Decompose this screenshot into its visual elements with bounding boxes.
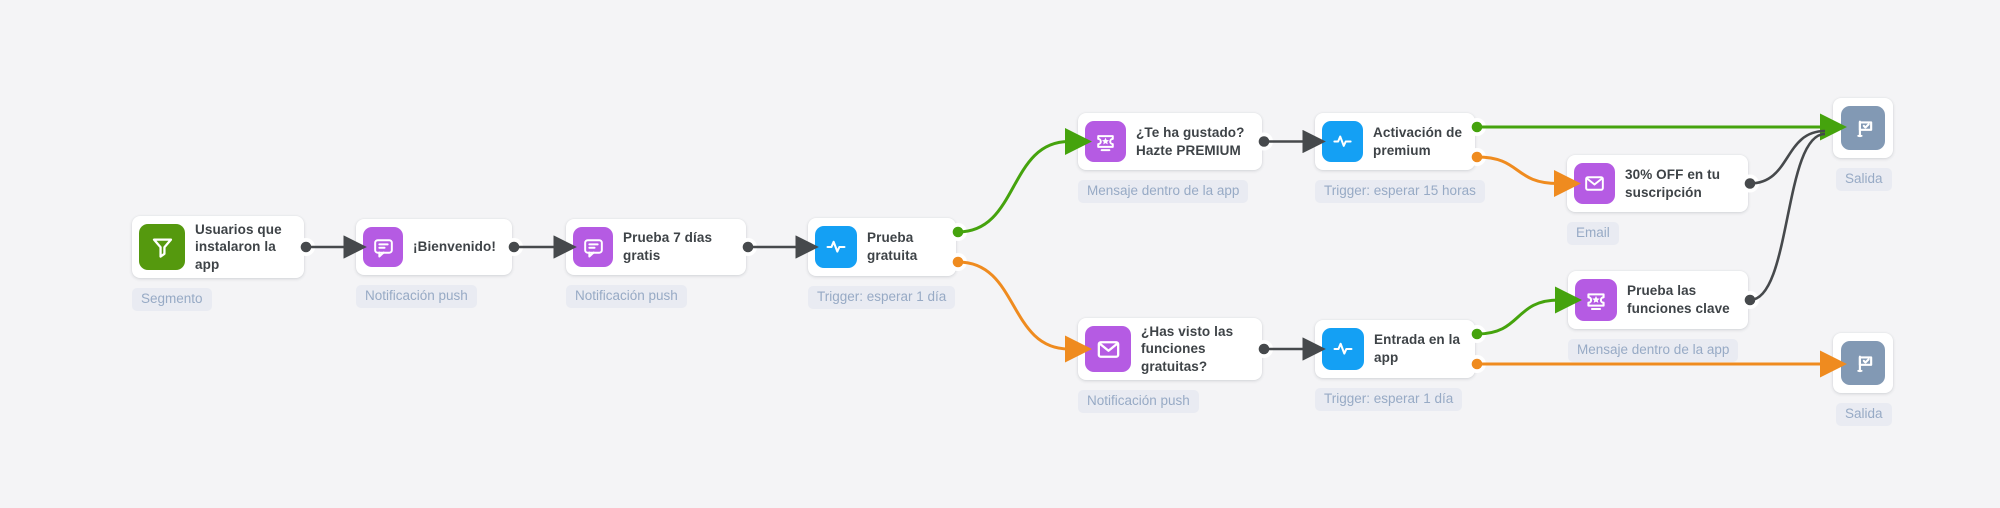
node-type-label: Trigger: esperar 1 día — [808, 286, 956, 310]
node-type-label: Salida — [1836, 168, 1892, 192]
node-type-label: Salida — [1836, 403, 1892, 427]
node-title: Prueba las funciones clave — [1627, 283, 1730, 316]
email-icon — [1574, 163, 1615, 204]
node-exit-top[interactable] — [1833, 98, 1893, 158]
edge-freetrial-seen-features — [957, 260, 1092, 363]
chat-icon — [363, 227, 403, 267]
ticket-icon — [1085, 121, 1126, 162]
edge-premium-activation-discount — [1476, 155, 1581, 197]
node-type-label: Segmento — [132, 288, 212, 312]
node-type-label: Email — [1567, 222, 1619, 246]
node-title: ¡Bienvenido! — [413, 239, 496, 255]
node-title: Entrada en la app — [1374, 332, 1461, 365]
edge-try-features-exit-top — [1749, 132, 1826, 302]
email-icon — [1085, 326, 1131, 372]
node-discount[interactable]: 30% OFF en tu suscripción — [1567, 155, 1748, 212]
node-title: ¿Te ha gustado? Hazte PREMIUM — [1136, 124, 1245, 158]
pulse-icon — [1322, 121, 1363, 162]
node-seen-features[interactable]: ¿Has visto las funciones gratuitas? — [1078, 318, 1262, 380]
node-type-label: Trigger: esperar 1 día — [1315, 388, 1463, 412]
ticket-icon — [1575, 279, 1617, 321]
pulse-icon — [1322, 328, 1364, 370]
node-type-label: Notificación push — [356, 285, 477, 309]
flag-icon — [1841, 106, 1885, 150]
node-exit-bottom[interactable] — [1833, 333, 1893, 393]
node-trial7[interactable]: Prueba 7 días gratis — [566, 219, 746, 275]
node-title: Prueba 7 días gratis — [623, 230, 713, 263]
node-type-label: Mensaje dentro de la app — [1568, 339, 1739, 363]
node-type-label: Trigger: esperar 15 horas — [1315, 180, 1485, 204]
node-app-entry[interactable]: Entrada en la app — [1315, 320, 1475, 378]
node-type-label: Mensaje dentro de la app — [1078, 180, 1249, 204]
node-try-features[interactable]: Prueba las funciones clave — [1568, 271, 1748, 329]
chat-icon — [573, 227, 613, 267]
edge-freetrial-liked — [957, 128, 1092, 234]
node-title: ¿Has visto las funciones gratuitas? — [1141, 323, 1234, 374]
node-type-label: Notificación push — [1078, 390, 1199, 414]
flag-icon — [1841, 341, 1885, 385]
node-title: Activación de premium — [1373, 124, 1463, 158]
node-title: 30% OFF en tu suscripción — [1625, 166, 1721, 200]
node-type-label: Notificación push — [566, 285, 687, 309]
filter-icon — [139, 224, 185, 270]
node-premium-activation[interactable]: Activación de premium — [1315, 113, 1475, 170]
node-title: Prueba gratuita — [867, 230, 918, 263]
edge-discount-exit-top — [1749, 129, 1826, 185]
pulse-icon — [815, 226, 857, 268]
node-freetrial[interactable]: Prueba gratuita — [808, 218, 956, 276]
edge-app-entry-try-features — [1476, 286, 1582, 336]
node-title: Usuarios que instalaron la app — [195, 221, 282, 272]
node-liked[interactable]: ¿Te ha gustado? Hazte PREMIUM — [1078, 113, 1262, 170]
node-segment[interactable]: Usuarios que instalaron la app — [132, 216, 304, 278]
node-welcome[interactable]: ¡Bienvenido! — [356, 219, 512, 275]
